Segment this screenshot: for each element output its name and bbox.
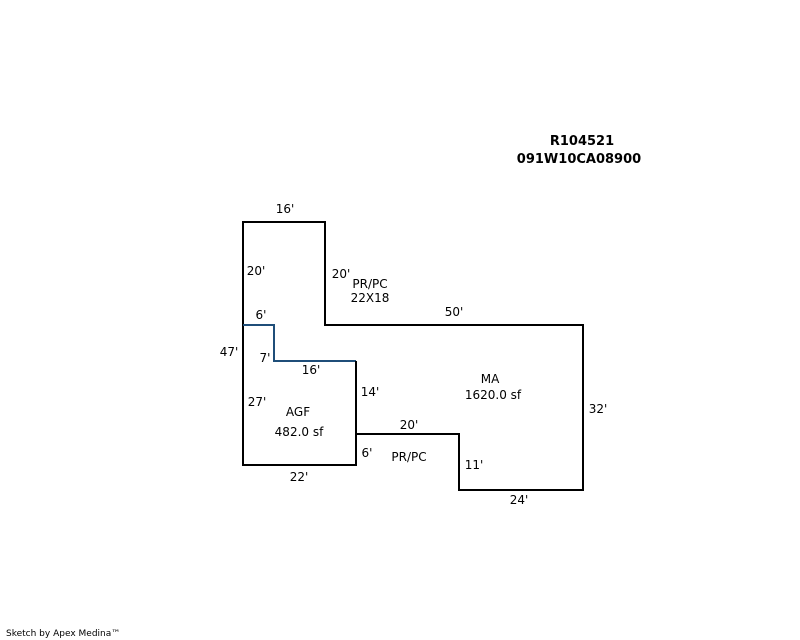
dim-upper-left: 20' (247, 264, 266, 278)
map-number: 091W10CA08900 (517, 152, 641, 167)
dim-step-top: 20' (400, 418, 419, 432)
dim-step-side: 6' (362, 446, 373, 460)
porch-lower-label: PR/PC (391, 450, 426, 464)
ma-label: MA (481, 372, 500, 386)
dim-ma-bottom: 24' (510, 493, 529, 507)
building-outline (242, 221, 584, 491)
agf-label: AGF (286, 405, 310, 419)
dim-agf-left: 27' (248, 395, 267, 409)
dim-ma-inner-step: 11' (465, 458, 484, 472)
dim-agf-right: 14' (361, 385, 380, 399)
dim-agf-notch-top: 6' (256, 308, 267, 322)
dim-upper-right: 20' (332, 267, 351, 281)
dim-agf-bottom: 22' (290, 470, 309, 484)
agf-area: 482.0 sf (275, 425, 324, 439)
dim-top-width: 16' (276, 202, 295, 216)
dim-ma-right: 32' (589, 402, 608, 416)
porch-upper-size: 22X18 (351, 291, 390, 305)
sketch-credit: Sketch by Apex Medina™ (6, 629, 120, 639)
agf-outline (243, 324, 356, 362)
dim-left-total: 47' (220, 345, 239, 359)
dim-agf-notch-side: 7' (260, 351, 271, 365)
dim-ma-top: 50' (445, 305, 464, 319)
parcel-id: R104521 (550, 134, 614, 149)
ma-area: 1620.0 sf (465, 388, 522, 402)
porch-upper-label: PR/PC (352, 277, 387, 291)
dim-agf-top: 16' (302, 363, 321, 377)
